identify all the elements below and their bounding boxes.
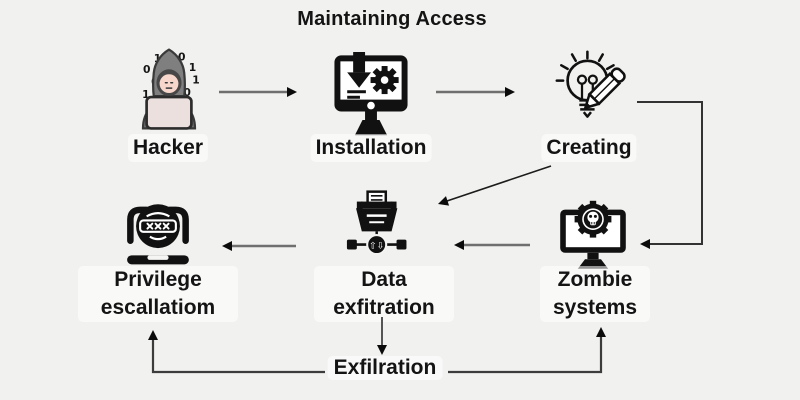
svg-text:0: 0	[143, 63, 150, 76]
installation-label: Installation	[310, 134, 432, 162]
arrowhead	[640, 239, 650, 249]
svg-text:⇧⇩: ⇧⇩	[369, 241, 384, 251]
arrowhead	[596, 327, 606, 337]
arrowhead	[222, 241, 232, 251]
zombie-systems-icon	[550, 192, 636, 272]
connector-creating-to-zombie-systems	[637, 101, 703, 249]
hacker-icon: 10 01 01 10	[126, 46, 212, 132]
exfiltration-label: Exfilration	[327, 356, 443, 380]
arrow-hacker-to-installation	[219, 87, 297, 97]
svg-text:1: 1	[192, 74, 199, 87]
installation-icon	[330, 52, 412, 137]
arrow-data-to-exfiltration	[377, 317, 387, 355]
arrowhead	[377, 345, 387, 355]
hacker-label: Hacker	[127, 134, 209, 162]
privilege-escalation-label: Privilege escallatiom	[78, 266, 238, 322]
svg-text:1: 1	[154, 52, 161, 65]
svg-text:0: 0	[183, 86, 190, 99]
data-exfiltration-label: Data exfitration	[314, 266, 454, 322]
arrow-creating-to-data-exfiltration	[438, 165, 552, 206]
svg-text:1: 1	[142, 88, 149, 101]
arrowhead	[438, 196, 450, 206]
arrow-zombie-to-data-exfiltration	[454, 240, 530, 250]
arrowhead	[454, 240, 464, 250]
arrow-data-to-privilege-escalation	[222, 241, 296, 251]
arrow-installation-to-creating	[436, 87, 515, 97]
data-exfiltration-icon: ⇧⇩	[339, 190, 421, 276]
diagram-title: Maintaining Access	[297, 8, 487, 30]
creating-icon	[546, 50, 636, 140]
privilege-escalation-icon	[112, 192, 204, 270]
connector-exfiltration-to-privilege-escalation	[148, 330, 325, 374]
arrowhead	[287, 87, 297, 97]
connector-exfiltration-to-zombie-systems	[448, 327, 606, 374]
creating-label: Creating	[541, 134, 637, 162]
zombie-systems-label: Zombie systems	[540, 266, 650, 322]
svg-text:0: 0	[178, 50, 185, 63]
arrowhead	[148, 330, 158, 340]
arrowhead	[505, 87, 515, 97]
svg-text:1: 1	[189, 61, 196, 74]
